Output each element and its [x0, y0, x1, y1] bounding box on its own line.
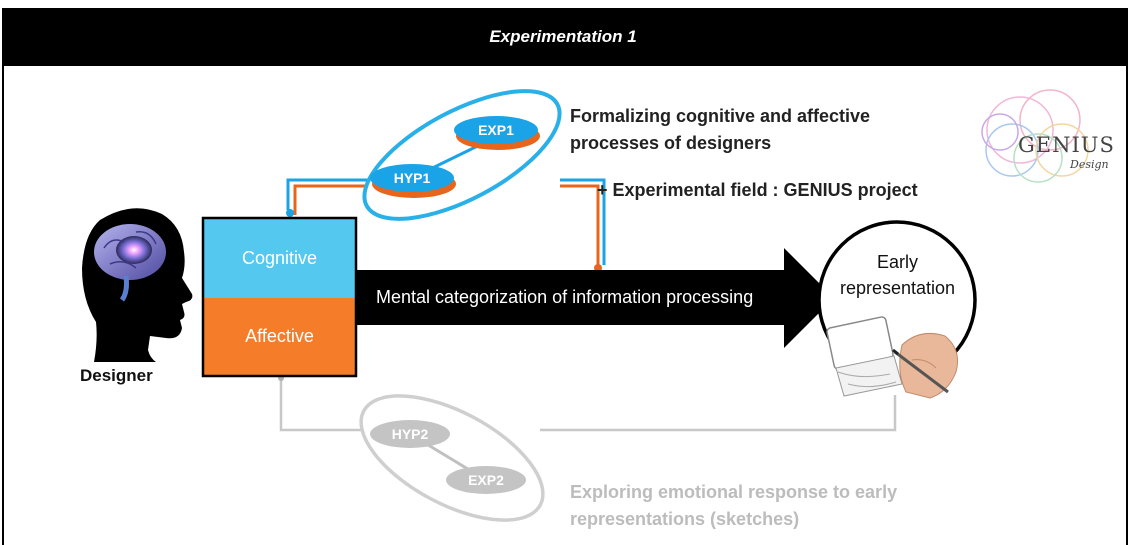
hyp1-pill: HYP1 — [393, 170, 431, 186]
sketch-illustration — [826, 316, 959, 399]
affective-label: Affective — [245, 326, 314, 346]
genius-logo-text: GENIUS — [1018, 133, 1115, 157]
exp1-pill: EXP1 — [478, 122, 514, 138]
experimental-field-text: + Experimental field : GENIUS project — [597, 180, 918, 200]
hyp1-group — [362, 89, 562, 221]
exp2-pill: EXP2 — [468, 472, 504, 488]
genius-logo-subtitle: Design — [1070, 158, 1109, 171]
frame-border-left — [2, 8, 4, 545]
main-arrow — [356, 248, 834, 348]
early-representation-label: Early representation — [839, 252, 956, 298]
hyp2-group — [359, 394, 545, 522]
process-box — [201, 216, 358, 378]
slide-title: Experimentation 1 — [489, 27, 637, 46]
frame-border-right — [1126, 8, 1128, 545]
title-bar — [2, 8, 1128, 66]
genius-logo-graphic — [981, 89, 1089, 183]
designer-label: Designer — [80, 366, 153, 385]
hyp2-pill: HYP2 — [391, 426, 429, 442]
hyp2-description: Exploring emotional response to early re… — [570, 482, 898, 529]
main-arrow-label: Mental categorization of information pro… — [376, 287, 754, 307]
cognitive-label: Cognitive — [241, 248, 318, 268]
hyp1-description: Formalizing cognitive and affective proc… — [570, 106, 871, 153]
designer-head-icon — [82, 208, 193, 362]
